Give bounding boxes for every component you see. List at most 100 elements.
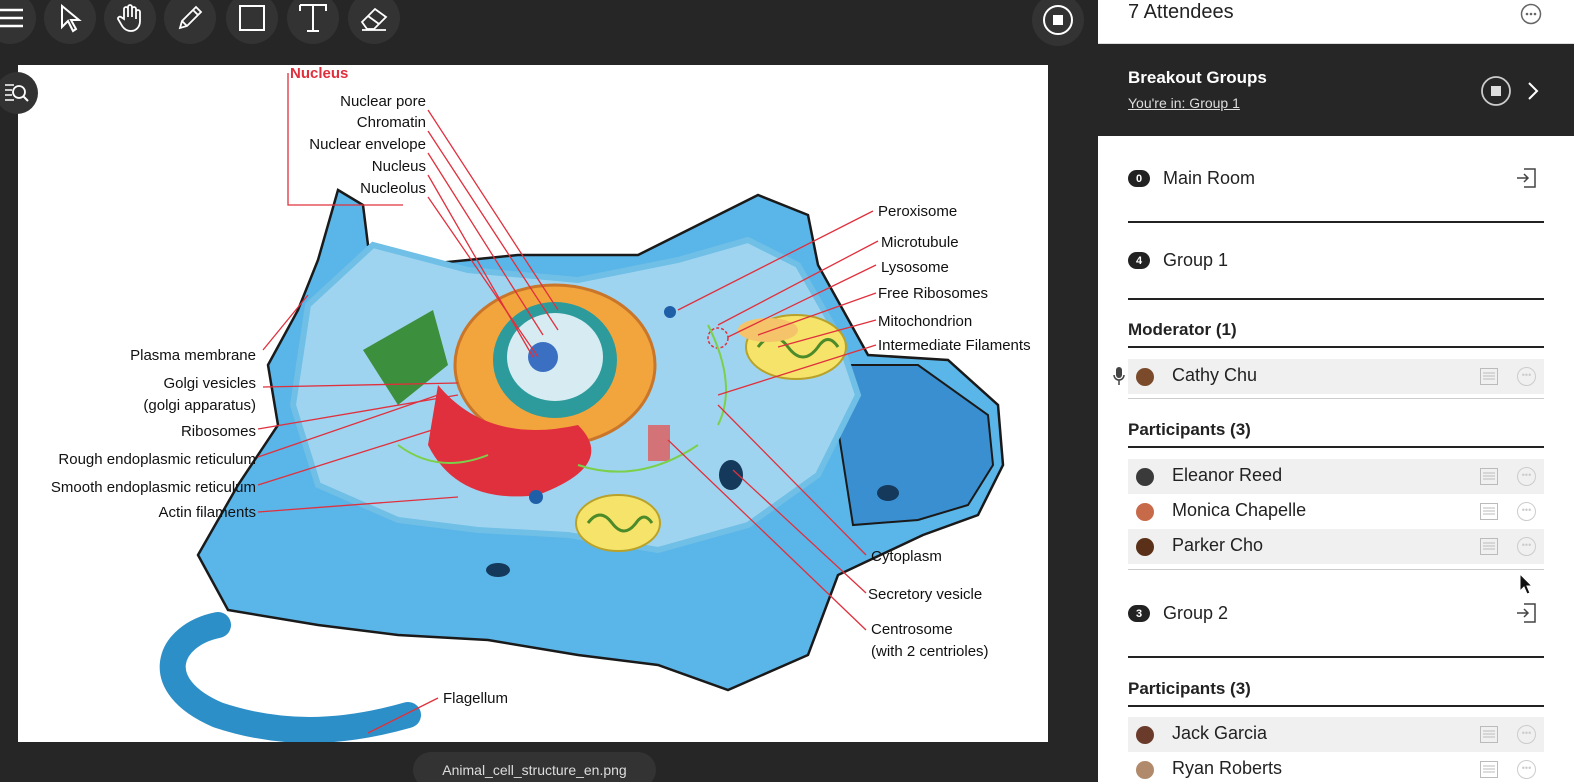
diagram-labels: Nucleus Nuclear pore Chromatin Nuclear e… <box>51 65 1031 707</box>
label-flagellum: Flagellum <box>443 690 508 707</box>
caption-icon[interactable] <box>1480 761 1498 778</box>
group-count-badge: 4 <box>1128 252 1150 269</box>
label-centrosome: Centrosome <box>871 621 953 638</box>
group-label: Group 2 <box>1163 603 1229 623</box>
label-free-ribosomes: Free Ribosomes <box>878 285 988 302</box>
more-options-icon[interactable]: ••• <box>1517 502 1536 521</box>
avatar <box>1136 503 1154 521</box>
microphone-icon <box>1113 367 1125 385</box>
menu-button[interactable] <box>0 0 36 44</box>
group-1[interactable]: 4 Group 1 <box>1128 234 1544 300</box>
attendee-row-moderator[interactable]: Cathy Chu ••• <box>1128 359 1544 394</box>
attendee-name: Monica Chapelle <box>1172 500 1307 520</box>
label-cytoplasm: Cytoplasm <box>871 548 942 565</box>
menu-icon <box>0 8 23 28</box>
label-golgi-vesicles: Golgi vesicles <box>163 375 256 392</box>
label-lines <box>257 73 879 734</box>
breakout-groups-header[interactable]: Breakout Groups You're in: Group 1 <box>1098 44 1574 136</box>
label-nucleus-header: Nucleus <box>290 65 348 82</box>
attendee-row[interactable]: Ryan Roberts ••• <box>1128 752 1544 782</box>
label-peroxisome: Peroxisome <box>878 203 957 220</box>
label-centrosome-sub: (with 2 centrioles) <box>871 643 989 660</box>
label-microtubule: Microtubule <box>881 234 959 251</box>
caption-icon[interactable] <box>1480 368 1498 385</box>
label-nucleolus: Nucleolus <box>360 180 426 197</box>
label-ribosomes: Ribosomes <box>181 423 256 440</box>
participants-header: Participants (3) <box>1128 420 1251 439</box>
more-options-icon[interactable]: ••• <box>1517 725 1536 744</box>
participants-header: Participants (3) <box>1128 679 1251 698</box>
divider <box>1128 705 1544 707</box>
label-plasma-membrane: Plasma membrane <box>130 347 256 364</box>
filename-pill: Animal_cell_structure_en.png <box>413 752 656 782</box>
attendees-panel: 7 Attendees Breakout Groups You're in: G… <box>1098 0 1574 782</box>
label-intermediate-filaments: Intermediate Filaments <box>878 337 1031 354</box>
group-2[interactable]: 3 Group 2 <box>1128 588 1544 658</box>
hand-tool-button[interactable] <box>104 0 156 44</box>
attendee-row[interactable]: Eleanor Reed ••• <box>1128 459 1544 494</box>
caption-icon[interactable] <box>1480 503 1498 520</box>
label-golgi-apparatus: (golgi apparatus) <box>143 397 256 414</box>
label-secretory-vesicle: Secretory vesicle <box>868 586 982 603</box>
text-icon <box>299 4 327 32</box>
more-options-icon[interactable]: ••• <box>1517 760 1536 779</box>
stop-share-button[interactable] <box>1032 0 1084 46</box>
caption-icon[interactable] <box>1480 538 1498 555</box>
label-nucleus: Nucleus <box>372 158 426 175</box>
caption-icon[interactable] <box>1480 726 1498 743</box>
caption-icon[interactable] <box>1480 468 1498 485</box>
pencil-tool-button[interactable] <box>164 0 216 44</box>
label-actin: Actin filaments <box>158 504 256 521</box>
pointer-tool-button[interactable] <box>44 0 96 44</box>
attendee-row[interactable]: Jack Garcia ••• <box>1128 717 1544 752</box>
attendee-name: Cathy Chu <box>1172 365 1258 385</box>
label-nuclear-envelope: Nuclear envelope <box>309 136 426 153</box>
breakout-title: Breakout Groups <box>1128 68 1267 87</box>
label-smooth-er: Smooth endoplasmic reticulum <box>51 479 256 496</box>
divider <box>1128 569 1544 570</box>
avatar <box>1136 538 1154 556</box>
join-room-icon[interactable] <box>1514 601 1538 625</box>
stop-breakout-icon[interactable] <box>1480 75 1512 107</box>
eraser-icon <box>360 7 388 31</box>
label-rough-er: Rough endoplasmic reticulum <box>58 451 256 468</box>
avatar <box>1136 368 1154 386</box>
zoom-button[interactable] <box>0 72 38 114</box>
hand-icon <box>117 4 141 32</box>
more-options-icon[interactable]: ••• <box>1517 467 1536 486</box>
more-options-icon[interactable]: ••• <box>1517 367 1536 386</box>
shape-tool-button[interactable] <box>226 0 278 44</box>
group-count-badge: 3 <box>1128 605 1150 622</box>
zoom-icon <box>5 84 29 102</box>
attendee-row[interactable]: Monica Chapelle ••• <box>1128 494 1544 529</box>
attendees-header: 7 Attendees <box>1098 0 1574 44</box>
attendee-name: Ryan Roberts <box>1172 758 1283 778</box>
group-main-room[interactable]: 0 Main Room <box>1128 150 1544 223</box>
join-room-icon[interactable] <box>1514 166 1538 190</box>
group-label: Group 1 <box>1163 250 1229 270</box>
eraser-tool-button[interactable] <box>348 0 400 44</box>
mouse-cursor-icon <box>1519 573 1533 595</box>
attendee-row[interactable]: Parker Cho ••• <box>1128 529 1544 564</box>
label-lysosome: Lysosome <box>881 259 949 276</box>
text-tool-button[interactable] <box>287 0 339 44</box>
rectangle-icon <box>239 5 265 31</box>
group-count-badge: 0 <box>1128 170 1150 187</box>
more-options-icon[interactable]: ••• <box>1517 537 1536 556</box>
divider <box>1128 446 1544 448</box>
chevron-right-icon[interactable] <box>1526 80 1540 102</box>
pointer-icon <box>61 3 82 33</box>
attendee-name: Jack Garcia <box>1172 723 1268 743</box>
group-label: Main Room <box>1163 168 1256 188</box>
avatar <box>1136 761 1154 779</box>
pencil-icon <box>178 5 203 30</box>
label-chromatin: Chromatin <box>357 114 426 131</box>
divider <box>1128 346 1544 348</box>
attendee-name: Parker Cho <box>1172 535 1264 555</box>
shared-slide: Nucleus Nuclear pore Chromatin Nuclear e… <box>18 65 1048 742</box>
more-options-icon[interactable] <box>1520 3 1542 25</box>
attendees-title: 7 Attendees <box>1128 1 1234 23</box>
breakout-current-group-link[interactable]: You're in: Group 1 <box>1128 95 1240 111</box>
animal-cell-diagram: Nucleus Nuclear pore Chromatin Nuclear e… <box>51 65 1031 742</box>
